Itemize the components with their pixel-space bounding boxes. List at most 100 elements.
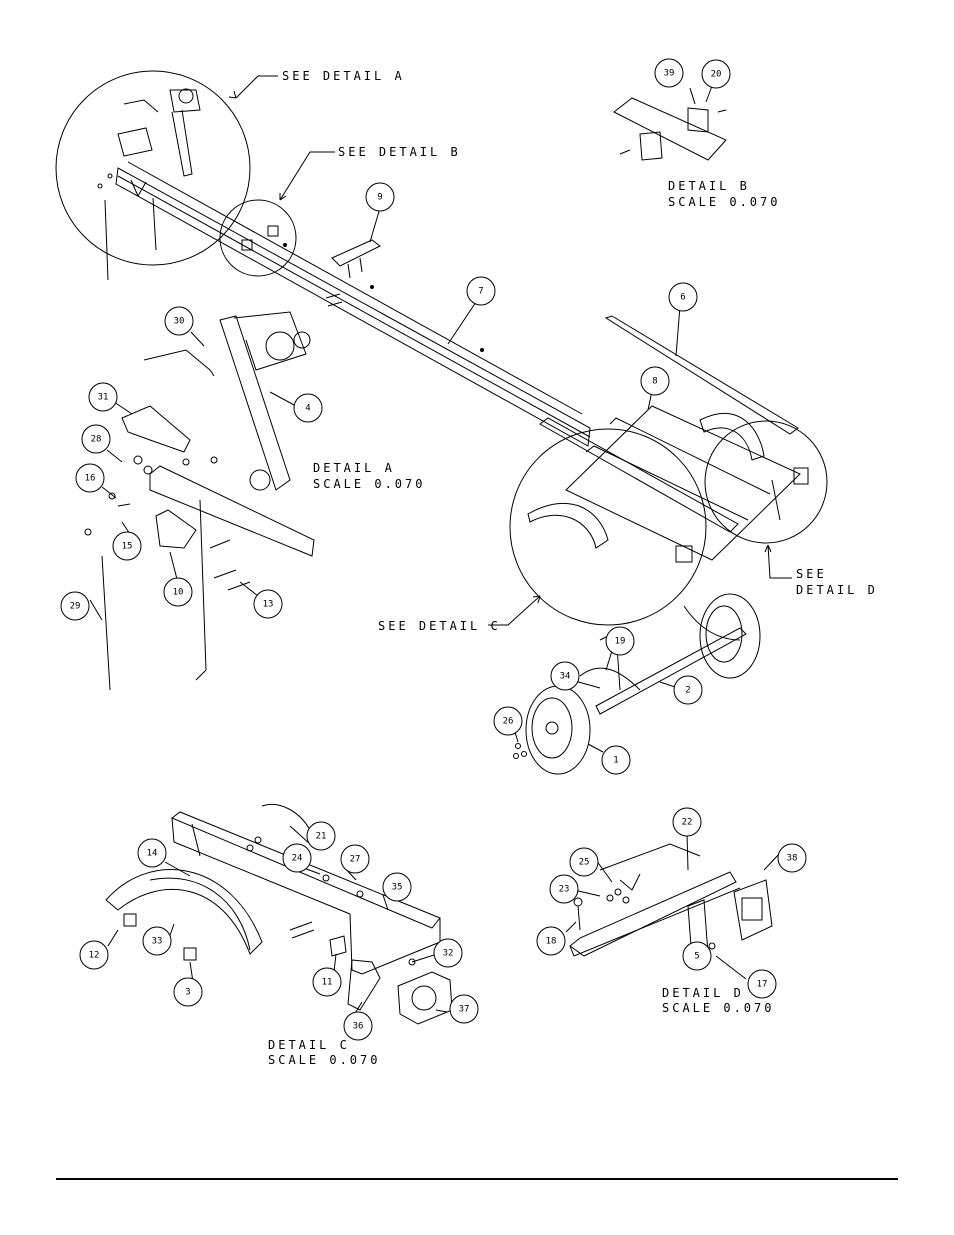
detail-b-mini-light <box>241 239 253 251</box>
balloon-circle-17 <box>747 969 777 999</box>
detail-a-scale: SCALE 0.070 <box>313 477 425 491</box>
see-detail-c-label: SEE DETAIL C <box>378 619 501 633</box>
balloon-circle-3 <box>173 977 203 1007</box>
detail-b-mini-light-2 <box>267 225 279 237</box>
balloon-label-27: 27 <box>350 855 361 865</box>
balloon-circle-24 <box>282 843 312 873</box>
balloon-label-23: 23 <box>559 885 570 895</box>
balloon-label-26: 26 <box>503 717 514 727</box>
balloon-circle-26 <box>493 706 523 736</box>
detail-b-drawing <box>613 97 727 161</box>
balloon-label-4: 4 <box>305 404 310 414</box>
balloon-circle-39 <box>654 58 684 88</box>
main-tongue-drawing <box>115 161 591 447</box>
balloon-label-15: 15 <box>122 542 133 552</box>
balloon-label-28: 28 <box>91 435 102 445</box>
balloon-circle-32 <box>433 938 463 968</box>
balloon-label-9: 9 <box>377 193 382 203</box>
balloon-circle-33 <box>142 926 172 956</box>
balloon-circle-36 <box>343 1011 373 1041</box>
balloon-circle-20 <box>701 59 731 89</box>
balloon-label-8: 8 <box>652 377 657 387</box>
detail-b-title: DETAIL B <box>668 179 750 193</box>
balloon-label-29: 29 <box>70 602 81 612</box>
balloon-label-33: 33 <box>152 937 163 947</box>
detail-d-title: DETAIL D <box>662 986 744 1000</box>
rear-frame-drawing <box>527 315 809 563</box>
balloon-circle-37 <box>449 994 479 1024</box>
balloon-circle-13 <box>253 589 283 619</box>
balloon-label-39: 39 <box>664 69 675 79</box>
detail-c-drawing <box>105 804 453 1025</box>
balloon-label-30: 30 <box>174 317 185 327</box>
balloon-label-11: 11 <box>322 978 333 988</box>
balloon-label-22: 22 <box>682 818 693 828</box>
balloon-label-31: 31 <box>98 393 109 403</box>
balloon-circle-23 <box>549 874 579 904</box>
balloon-label-6: 6 <box>680 293 685 303</box>
balloon-circle-8 <box>640 366 670 396</box>
balloon-circle-5 <box>682 941 712 971</box>
item-9-bracket <box>325 239 381 307</box>
balloon-circle-31 <box>88 382 118 412</box>
balloon-label-25: 25 <box>579 858 590 868</box>
balloon-circle-14 <box>137 838 167 868</box>
balloon-label-20: 20 <box>711 70 722 80</box>
detail-a-circle <box>55 70 251 266</box>
detail-c-circle <box>509 428 707 626</box>
detail-d-circle <box>704 420 828 544</box>
balloon-circle-6 <box>668 282 698 312</box>
balloon-label-12: 12 <box>89 951 100 961</box>
detail-b-circle <box>219 199 297 277</box>
balloon-circle-27 <box>340 844 370 874</box>
detail-c-scale: SCALE 0.070 <box>268 1053 380 1067</box>
balloon-circle-19 <box>605 626 635 656</box>
balloon-label-7: 7 <box>478 287 483 297</box>
see-detail-d-label-2: DETAIL D <box>796 583 878 597</box>
balloon-circle-9 <box>365 182 395 212</box>
balloon-circle-16 <box>75 463 105 493</box>
balloon-label-10: 10 <box>173 588 184 598</box>
see-detail-d-label-1: SEE <box>796 567 827 581</box>
balloon-label-16: 16 <box>85 474 96 484</box>
balloon-label-13: 13 <box>263 600 274 610</box>
balloon-circle-11 <box>312 967 342 997</box>
balloon-label-34: 34 <box>560 672 571 682</box>
balloon-label-2: 2 <box>685 686 690 696</box>
balloon-circle-12 <box>79 940 109 970</box>
detail-b-scale: SCALE 0.070 <box>668 195 780 209</box>
balloon-label-3: 3 <box>185 988 190 998</box>
see-detail-a-label: SEE DETAIL A <box>282 69 405 83</box>
balloon-circle-7 <box>466 276 496 306</box>
balloon-label-14: 14 <box>147 849 158 859</box>
callout-leaders <box>228 75 792 626</box>
balloon-label-17: 17 <box>757 980 768 990</box>
balloon-circle-38 <box>777 843 807 873</box>
detail-c-title: DETAIL C <box>268 1038 350 1052</box>
see-detail-b-label: SEE DETAIL B <box>338 145 461 159</box>
balloon-label-5: 5 <box>694 952 699 962</box>
balloon-label-35: 35 <box>392 883 403 893</box>
balloon-circle-28 <box>81 424 111 454</box>
balloon-label-21: 21 <box>316 832 327 842</box>
balloon-circle-4 <box>293 393 323 423</box>
balloon-circle-1 <box>601 745 631 775</box>
balloon-label-18: 18 <box>546 937 557 947</box>
balloon-circle-25 <box>569 847 599 877</box>
detail-d-scale: SCALE 0.070 <box>662 1001 774 1015</box>
balloon-circle-2 <box>673 675 703 705</box>
balloon-circle-34 <box>550 661 580 691</box>
balloon-circle-18 <box>536 926 566 956</box>
detail-a-mini-drawing <box>97 88 201 281</box>
balloon-circle-35 <box>382 872 412 902</box>
balloon-label-1: 1 <box>613 756 618 766</box>
detail-d-drawing <box>569 843 773 961</box>
balloon-label-32: 32 <box>443 949 454 959</box>
balloon-circle-29 <box>60 591 90 621</box>
balloon-label-38: 38 <box>787 854 798 864</box>
balloon-label-36: 36 <box>353 1022 364 1032</box>
balloon-label-19: 19 <box>615 637 626 647</box>
detail-a-drawing <box>84 311 315 691</box>
